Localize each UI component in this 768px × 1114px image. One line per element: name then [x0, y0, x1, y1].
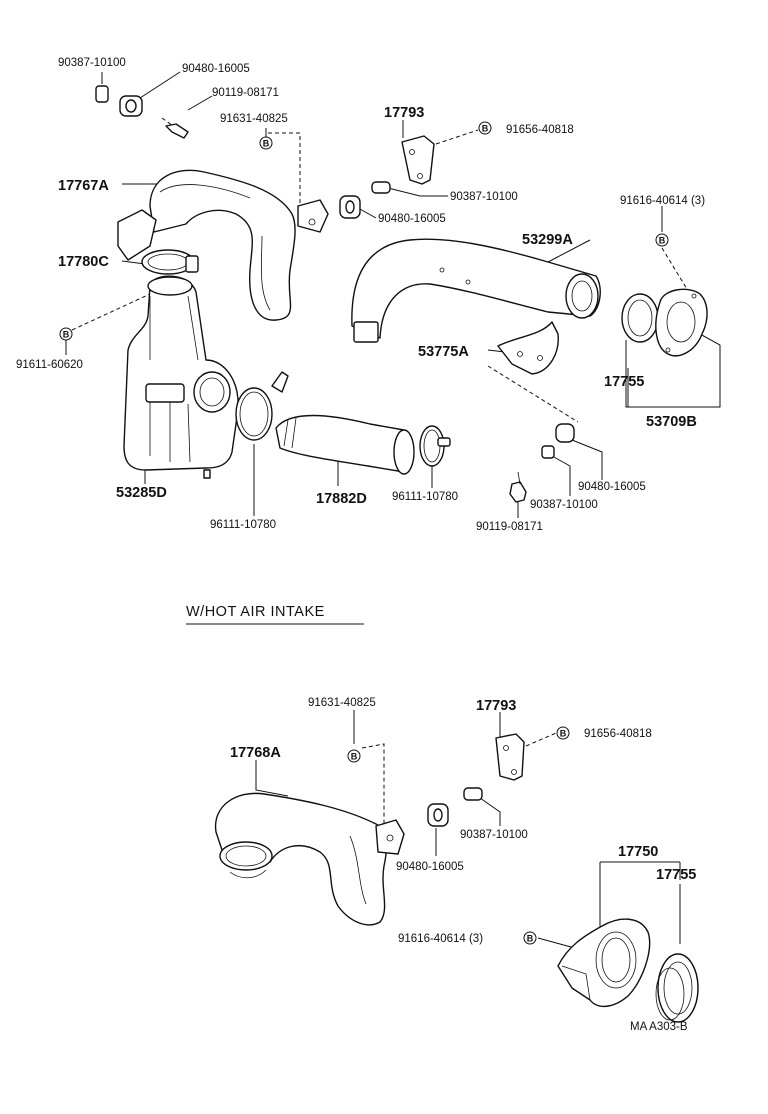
part-label: 96111-10780 — [210, 519, 276, 531]
part-label: 17780C — [58, 254, 109, 270]
bolt-marker-b: B — [263, 139, 270, 149]
bolt-marker-b: B — [63, 330, 70, 340]
part-label: 17768A — [230, 745, 281, 761]
section-title-group: W/HOT AIR INTAKE — [186, 604, 364, 625]
part-label: 17882D — [316, 491, 367, 507]
part-label: 91631-40825 — [220, 113, 288, 125]
part-label: 90480-16005 — [378, 213, 446, 225]
part-label: 96111-10780 — [392, 491, 458, 503]
part-label: 17755 — [656, 867, 696, 883]
top-assembly-parts: B B — [59, 85, 708, 503]
part-label: 90387-10100 — [460, 829, 528, 841]
part-label: 90387-10100 — [450, 191, 518, 203]
part-label: 90387-10100 — [58, 57, 126, 69]
part-label: 53775A — [418, 344, 469, 360]
part-label: 91616-40614 (3) — [398, 933, 483, 945]
part-label: 90387-10100 — [530, 499, 598, 511]
part-label: 17793 — [476, 698, 516, 714]
part-label: 90480-16005 — [396, 861, 464, 873]
bottom-assembly-parts: B B B — [214, 726, 699, 1023]
part-label: 53285D — [116, 485, 167, 501]
part-label: 53709B — [646, 414, 697, 430]
part-label: 91611-60620 — [16, 359, 83, 371]
bolt-marker-b: B — [560, 729, 567, 739]
labels-top: 90387-10100 90480-16005 90119-08171 9163… — [16, 57, 705, 533]
part-label: 53299A — [522, 232, 573, 248]
part-label: 91631-40825 — [308, 697, 376, 709]
bolt-marker-b: B — [659, 236, 666, 246]
part-label: 90480-16005 — [182, 63, 250, 75]
part-label: 91656-40818 — [506, 124, 574, 136]
labels-bottom: 91631-40825 17793 91656-40818 17768A 903… — [230, 697, 696, 1033]
part-label: 17767A — [58, 178, 109, 194]
part-label: 17750 — [618, 844, 658, 860]
leader-lines-bottom — [255, 710, 681, 951]
figure-code: MA A303-B — [630, 1021, 688, 1033]
part-label: 91616-40614 (3) — [620, 195, 705, 207]
bolt-marker-b: B — [527, 934, 534, 944]
part-label: 91656-40818 — [584, 728, 652, 740]
bolt-marker-b: B — [351, 752, 358, 762]
bolt-marker-b: B — [482, 124, 489, 134]
part-label: 17793 — [384, 105, 424, 121]
part-label: 17755 — [604, 374, 644, 390]
part-label: 90119-08171 — [212, 87, 279, 99]
section-title: W/HOT AIR INTAKE — [186, 604, 325, 620]
part-label: 90480-16005 — [578, 481, 646, 493]
part-label: 90119-08171 — [476, 521, 543, 533]
